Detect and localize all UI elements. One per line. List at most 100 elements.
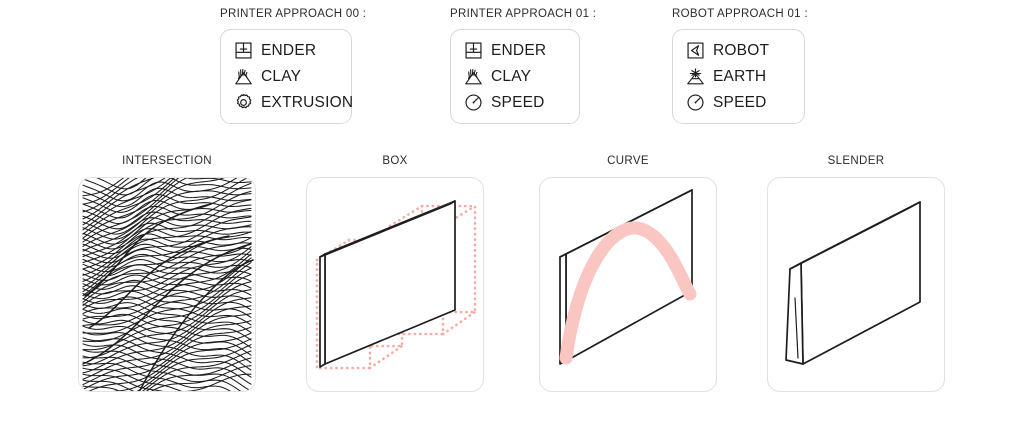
contour-line <box>82 237 252 300</box>
contour-line <box>82 273 252 343</box>
contour-line <box>82 181 252 202</box>
spec-row: EARTH <box>686 65 790 88</box>
contour-line <box>88 332 252 391</box>
panel-box: BOX <box>306 155 484 392</box>
contour-line <box>82 178 175 235</box>
panel-slender: SLENDER <box>767 155 945 392</box>
contour-line <box>112 338 252 391</box>
contour-line <box>82 290 252 318</box>
spec-label: EXTRUSION <box>261 94 354 111</box>
earth-mound-icon <box>686 67 705 86</box>
contour-line <box>82 207 252 282</box>
contour-line <box>82 178 249 258</box>
contour-line <box>82 267 252 334</box>
contour-line <box>82 305 252 374</box>
contour-line <box>82 279 252 304</box>
spec-row: SPEED <box>686 91 790 114</box>
contour-line <box>82 326 252 390</box>
spec-label: SPEED <box>713 94 767 111</box>
contour-line <box>150 365 252 391</box>
contour-line <box>82 193 252 213</box>
contour-line <box>82 249 252 310</box>
contour-line <box>82 178 125 197</box>
approach-title: ROBOT APPROACH 01 : <box>672 8 808 20</box>
spec-row: ENDER <box>234 39 337 62</box>
panel-title: CURVE <box>607 155 649 167</box>
contour-line <box>82 385 121 391</box>
clay-hand-icon <box>464 67 483 86</box>
contour-line <box>82 178 238 252</box>
contour-line <box>82 178 138 213</box>
approach-group-robot-01: ROBOT APPROACH 01 : ROBOT <box>672 8 808 124</box>
contour-line <box>141 350 252 391</box>
fold-edge <box>82 243 252 365</box>
clay-hand-icon <box>234 67 253 86</box>
spec-label: EARTH <box>713 68 767 85</box>
contour-line <box>82 224 252 293</box>
contour-line <box>82 373 164 391</box>
contour-line <box>82 211 252 230</box>
contour-line <box>82 228 252 245</box>
spec-row: SPEED <box>464 91 565 114</box>
contour-line <box>82 243 252 259</box>
speed-gauge-icon <box>464 93 483 112</box>
contour-line <box>82 178 130 205</box>
contour-line <box>82 238 252 255</box>
contour-line <box>82 361 231 391</box>
pink-arc-path <box>559 221 697 365</box>
geometry-panel-row: INTERSECTION BOX <box>0 155 1024 405</box>
contour-line <box>82 379 135 391</box>
printer-bed-icon <box>464 41 483 60</box>
approach-card[interactable]: ENDER CLAY <box>220 29 354 124</box>
fold-edge <box>138 259 254 391</box>
contour-line <box>82 262 252 327</box>
spec-row: CLAY <box>234 65 337 88</box>
robot-arm-icon <box>686 41 705 60</box>
panel-frame[interactable] <box>306 177 484 392</box>
contour-line <box>82 274 252 296</box>
contour-line <box>82 289 252 359</box>
approach-card-row: PRINTER APPROACH 00 : ENDER <box>0 0 1024 140</box>
contour-line <box>145 357 252 391</box>
contour-line <box>82 178 252 196</box>
spec-label: ROBOT <box>713 42 770 59</box>
approach-group-printer-01: PRINTER APPROACH 01 : ENDER <box>450 8 597 124</box>
speed-gauge-icon <box>686 93 705 112</box>
approach-title: PRINTER APPROACH 00 : <box>220 8 367 20</box>
spec-label: SPEED <box>491 94 545 111</box>
spec-label: ENDER <box>491 42 547 59</box>
contour-line <box>82 178 180 239</box>
contour-line <box>82 178 155 220</box>
contour-line <box>184 373 252 391</box>
contour-line <box>82 199 252 276</box>
approach-group-printer-00: PRINTER APPROACH 00 : ENDER <box>220 8 367 124</box>
approach-card[interactable]: ENDER CLAY <box>450 29 580 124</box>
gear-icon <box>234 93 253 112</box>
spec-label: CLAY <box>491 68 532 85</box>
panel-frame[interactable] <box>539 177 717 392</box>
contour-line <box>82 285 252 311</box>
approach-card[interactable]: ROBOT EARTH <box>672 29 805 124</box>
contour-line <box>82 178 225 247</box>
approach-title: PRINTER APPROACH 01 : <box>450 8 597 20</box>
spec-row: ENDER <box>464 39 565 62</box>
printer-bed-icon <box>234 41 253 60</box>
wall-with-dotted-boxes-figure <box>315 200 477 371</box>
contour-line <box>82 216 252 288</box>
contour-line <box>82 205 252 225</box>
contour-line <box>82 257 252 320</box>
panel-frame[interactable] <box>767 177 945 392</box>
contour-line <box>82 320 252 386</box>
fold-edge <box>84 203 212 297</box>
spec-row: CLAY <box>464 65 565 88</box>
contour-line <box>82 199 252 219</box>
panel-title: INTERSECTION <box>122 155 212 167</box>
contour-line <box>82 296 252 326</box>
spec-row: ROBOT <box>686 39 790 62</box>
fold-edge <box>88 235 230 329</box>
wall-with-pink-arc-figure <box>559 189 697 365</box>
contour-line <box>82 233 252 250</box>
contour-line <box>82 355 242 391</box>
panel-frame[interactable] <box>78 177 256 392</box>
